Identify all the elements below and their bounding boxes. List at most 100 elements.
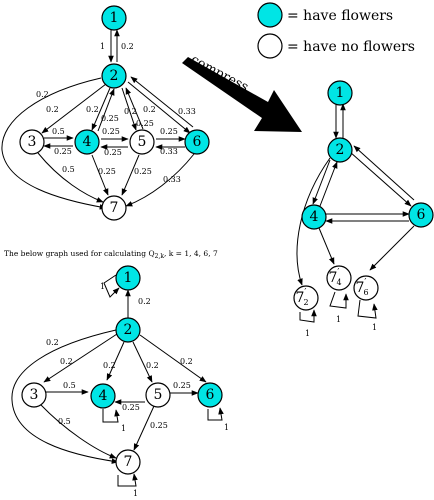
edge-c-2-4	[106, 341, 125, 381]
lbl-a-4-5: 0.25	[102, 127, 120, 136]
node-c-2: 2	[115, 317, 141, 343]
edge-b-4-74	[318, 227, 335, 265]
node-b-76-main: 7	[355, 280, 364, 296]
node-a-1: 1	[101, 5, 127, 31]
node-c-6: 6	[197, 382, 223, 408]
lbl-c-5-7: 0.25	[150, 421, 168, 430]
lbl-a-5-2: 0.25	[136, 119, 154, 128]
lbl-a-4-7: 0.25	[98, 167, 116, 176]
edge-a-4-2	[97, 88, 115, 132]
lbl-c-5-4: 0.25	[122, 403, 140, 412]
node-b-74-label: 7′4	[328, 268, 341, 287]
lbl-a-3-4: 0.5	[52, 127, 65, 136]
edge-a-2-5	[121, 87, 137, 131]
edge-a-6-7	[125, 153, 195, 207]
edge-a-4-7	[91, 154, 109, 196]
node-c-3: 3	[21, 382, 47, 408]
node-c-5-label: 5	[154, 387, 163, 403]
node-a-5: 5	[129, 129, 155, 155]
node-b-72-prime: ′	[304, 288, 306, 298]
node-a-2: 2	[101, 63, 127, 89]
edge-b-4-2	[319, 161, 338, 207]
edge-c-3-7	[39, 403, 117, 459]
lbl-c-2-6: 0.2	[180, 357, 193, 366]
legend-flowers-text: = have flowers	[287, 8, 393, 24]
lbl-a-6-7: 0.33	[163, 175, 181, 184]
caption: The below graph used for calculating Q2,…	[4, 249, 218, 260]
node-a-4-label: 4	[83, 134, 92, 150]
edge-b-2-4	[312, 159, 331, 205]
edge-a-3-7	[37, 152, 104, 203]
legend-no-flowers-text: = have no flowers	[287, 39, 415, 55]
lbl-a-2-5: 0.2	[124, 107, 137, 116]
node-b-74-main: 7	[328, 270, 337, 286]
legend-plain-swatch	[257, 33, 283, 59]
node-b-74: 7′4	[326, 265, 352, 291]
node-b-4-label: 4	[310, 209, 319, 225]
caption-tail: , k = 1, 4, 6, 7	[164, 249, 218, 258]
node-c-6-label: 6	[206, 387, 215, 403]
compress-arrow: compress	[182, 52, 302, 132]
node-a-6: 6	[184, 129, 210, 155]
node-c-3-label: 3	[30, 387, 39, 403]
lbl-c-3-7: 0.5	[58, 417, 71, 426]
edge-c-2-3	[43, 333, 118, 383]
lbl-a-6-2: 0.33	[178, 107, 196, 116]
lbl-c-loop7: 1	[133, 489, 138, 498]
lbl-c-2-5: 0.2	[146, 361, 159, 370]
node-a-3: 3	[19, 129, 45, 155]
node-a-1-label: 1	[110, 10, 119, 26]
lbl-c-2-1: 0.2	[138, 297, 151, 306]
edge-a-2-4	[91, 87, 111, 131]
node-b-72-label: 7′2	[295, 288, 308, 307]
loop-b-76	[357, 299, 378, 319]
node-c-7-label: 7	[124, 454, 133, 470]
lbl-a-5-4: 0.25	[104, 148, 122, 157]
graph-a: 1 0.2 0.2 0.2 0.2 0.25 0.2 0.25 0.2 0.33…	[1, 5, 210, 221]
lbl-c-3-4: 0.5	[63, 381, 76, 390]
node-c-5: 5	[145, 382, 171, 408]
lbl-a-6-5: 0.33	[160, 147, 178, 156]
edge-b-6-76	[369, 225, 415, 271]
lbl-c-2-3: 0.2	[60, 357, 73, 366]
lbl-a-2-7: 0.2	[36, 90, 49, 99]
lbl-a-2-3: 0.2	[46, 105, 59, 114]
caption-main: The below graph used for calculating Q	[4, 249, 155, 258]
node-b-76-label: 7′6	[355, 278, 368, 297]
node-c-4: 4	[90, 383, 116, 409]
loop-b-74	[329, 291, 349, 309]
node-c-1-label: 1	[124, 270, 133, 286]
node-b-72-main: 7	[295, 290, 304, 306]
node-b-72-sub: 2	[303, 298, 308, 307]
node-b-1: 1	[327, 80, 353, 106]
compress-arrow-shape	[182, 57, 302, 132]
edge-c-2-5	[132, 341, 153, 383]
loop-c-7	[117, 473, 138, 487]
lbl-a-5-7: 0.25	[134, 167, 152, 176]
node-b-6: 6	[408, 202, 434, 228]
node-b-76: 7′6	[353, 275, 379, 301]
node-b-74-sub: 4	[336, 278, 341, 287]
lbl-b-loop74: 1	[336, 315, 341, 324]
lbl-c-loop6: 1	[224, 423, 229, 432]
loop-b-72	[299, 309, 317, 323]
node-b-74-prime: ′	[337, 268, 339, 278]
node-a-6-label: 6	[193, 134, 202, 150]
edge-c-5-7	[133, 405, 155, 451]
edge-a-2-7	[1, 77, 107, 210]
lbl-c-loop1: 1	[100, 282, 105, 291]
node-c-4-label: 4	[99, 388, 108, 404]
edge-a-5-2	[125, 87, 144, 130]
loop-c-1	[103, 274, 120, 298]
lbl-a-1-2: 1	[100, 42, 105, 51]
node-a-7: 7	[101, 195, 127, 221]
lbl-a-2-4: 0.2	[86, 105, 99, 114]
node-a-5-label: 5	[138, 134, 147, 150]
lbl-a-4-2: 0.25	[101, 114, 119, 123]
edge-a-2-3	[41, 83, 107, 134]
node-b-72: 7′2	[293, 285, 319, 311]
lbl-c-2-4: 0.2	[103, 361, 116, 370]
graph-c: 1 0.2 0.2 0.2 0.2 0.2 0.2 0.5 0.25 0.25 …	[11, 265, 229, 498]
node-b-1-label: 1	[336, 85, 345, 101]
